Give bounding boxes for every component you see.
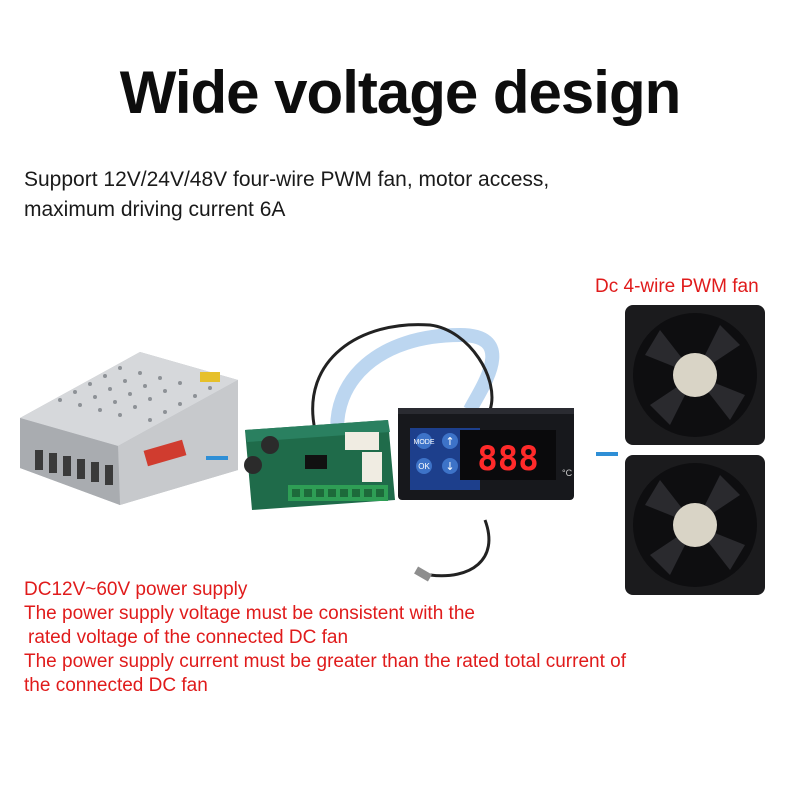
connector-dash-right [596, 452, 618, 456]
temperature-readout: 888 [477, 439, 538, 479]
controller-display [398, 408, 574, 500]
note-line: rated voltage of the connected DC fan [28, 627, 349, 648]
ribbon-cable [330, 327, 500, 441]
power-supply-unit [20, 352, 238, 505]
mode-button[interactable]: MODE [414, 439, 435, 446]
sensor-wire-top [311, 323, 494, 431]
note-line: the connected DC fan [24, 675, 208, 696]
note-line: The power supply voltage must be consist… [24, 603, 475, 624]
feature-line-2: maximum driving current 6A [24, 198, 286, 221]
driver-board [244, 420, 395, 510]
temperature-probe [414, 566, 432, 582]
fan-label: Dc 4-wire PWM fan [595, 276, 759, 297]
page-title: Wide voltage design [119, 59, 682, 126]
down-arrow-icon[interactable]: ↓ [445, 460, 454, 473]
pwm-fan-top [625, 305, 765, 445]
ok-button[interactable]: OK [418, 462, 430, 471]
unit-label: °C [562, 468, 573, 478]
feature-line-1: Support 12V/24V/48V four-wire PWM fan, m… [24, 168, 550, 191]
note-line: The power supply current must be greater… [24, 651, 626, 672]
connector-dash-left [206, 456, 228, 460]
power-notes: DC12V~60V power supply The power supply … [24, 578, 724, 698]
sensor-wire-bottom [429, 519, 491, 578]
pwm-fan-bottom [625, 455, 765, 595]
up-arrow-icon[interactable]: ↑ [445, 435, 454, 448]
note-line: DC12V~60V power supply [24, 579, 248, 600]
feature-description: Support 12V/24V/48V four-wire PWM fan, m… [24, 165, 684, 225]
